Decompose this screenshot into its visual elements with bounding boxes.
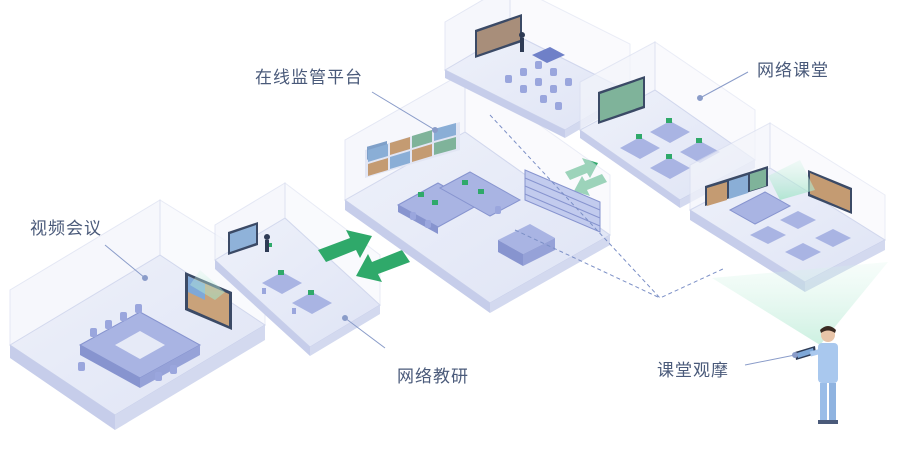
video-conference-room — [9, 199, 266, 430]
label-network-research: 网络教研 — [397, 367, 469, 387]
observer-person — [795, 326, 838, 424]
label-video-conference: 视频会议 — [30, 219, 102, 239]
network-connectors — [489, 114, 726, 299]
label-monitor-platform: 在线监管平台 — [255, 68, 363, 88]
label-classroom-observation: 课堂观摩 — [657, 361, 729, 381]
network-research-room — [214, 181, 381, 356]
observation-beam — [712, 262, 888, 345]
label-pointers — [104, 71, 798, 366]
monitoring-platform-room — [344, 71, 611, 313]
label-network-classroom: 网络课堂 — [757, 61, 829, 81]
